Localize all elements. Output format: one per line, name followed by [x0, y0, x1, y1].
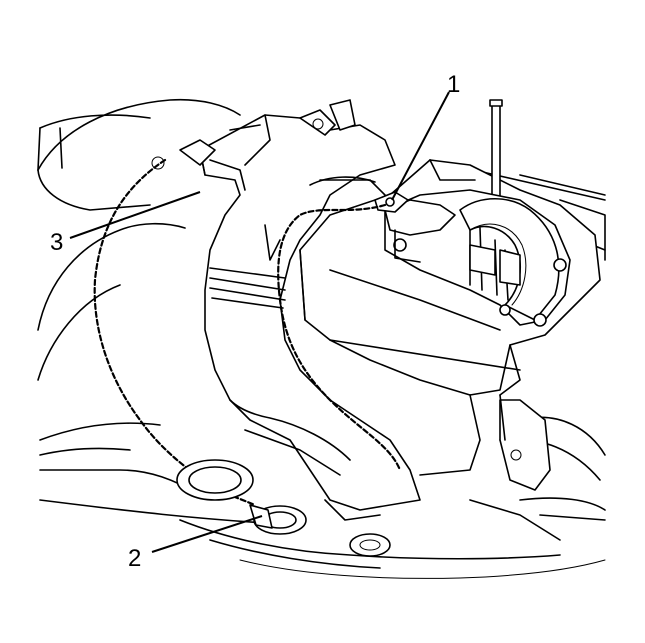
floor-grommet — [176, 459, 391, 557]
callout-3: 3 — [50, 229, 63, 256]
leader-line-2 — [151, 515, 263, 553]
leader-line-3 — [69, 191, 201, 239]
leader-line-1 — [391, 91, 450, 201]
shift-cable — [93, 158, 402, 507]
cable-clip — [374, 191, 409, 213]
shifter-assembly — [374, 99, 571, 327]
floor-pan — [37, 98, 606, 579]
callout-2: 2 — [128, 545, 141, 572]
callout-1: 1 — [447, 71, 460, 98]
heat-shield — [151, 99, 421, 521]
leader-lines — [69, 91, 450, 553]
